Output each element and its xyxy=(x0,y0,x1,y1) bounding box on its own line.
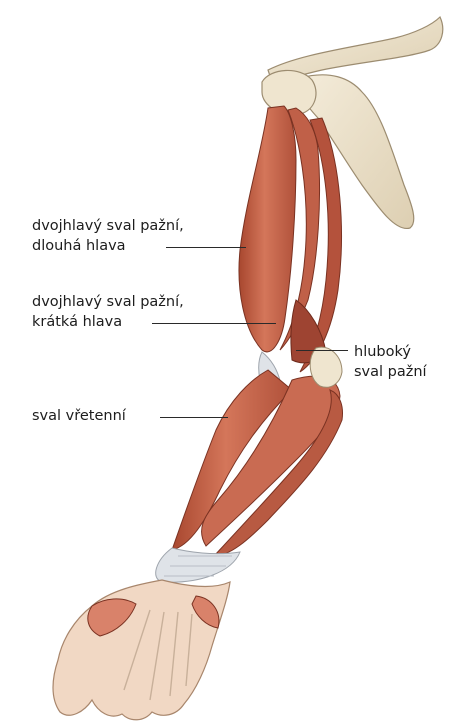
label-biceps-long-line2: dlouhá hlava xyxy=(32,236,184,256)
label-biceps-short-line1: dvojhlavý sval pažní, xyxy=(32,292,184,312)
wrist-tendons xyxy=(156,548,240,582)
leader-brachialis xyxy=(296,350,348,351)
biceps-long-head xyxy=(239,106,296,352)
label-brachialis: hluboký sval pažní xyxy=(354,342,427,382)
leader-biceps-long xyxy=(166,247,246,248)
label-brachioradialis-line1: sval vřetenní xyxy=(32,406,126,426)
label-biceps-long-head: dvojhlavý sval pažní, dlouhá hlava xyxy=(32,216,184,256)
elbow-bone xyxy=(310,347,342,387)
label-biceps-long-line1: dvojhlavý sval pažní, xyxy=(32,216,184,236)
leader-biceps-short xyxy=(152,323,276,324)
label-brachialis-line2: sval pažní xyxy=(354,362,427,382)
leader-brachioradialis xyxy=(160,417,228,418)
label-biceps-short-head: dvojhlavý sval pažní, krátká hlava xyxy=(32,292,184,332)
label-biceps-short-line2: krátká hlava xyxy=(32,312,184,332)
label-brachioradialis: sval vřetenní xyxy=(32,406,126,426)
label-brachialis-line1: hluboký xyxy=(354,342,427,362)
